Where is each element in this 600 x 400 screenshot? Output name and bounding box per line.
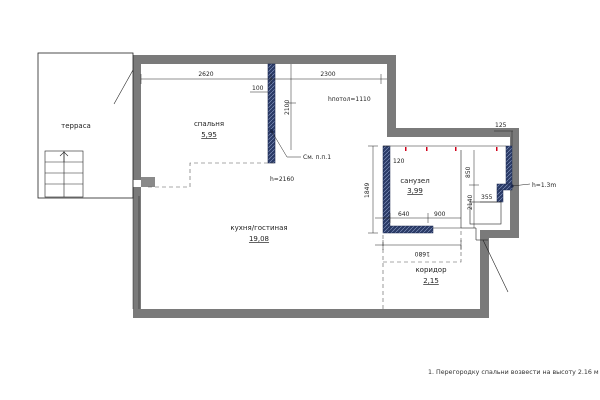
dim-2140: 2140	[467, 195, 474, 210]
dim-640: 640	[398, 211, 410, 218]
dim-900: 900	[434, 211, 446, 218]
dim-1849: 1849	[364, 183, 371, 198]
stair	[44, 150, 84, 198]
room-labels: терраса спальня 5,95 кухня/гостиная 19,0…	[61, 120, 447, 285]
room-bathroom-name: санузел	[400, 177, 429, 185]
dim-125: 125	[495, 122, 507, 129]
dim-355: 355	[481, 194, 493, 201]
room-terrace-name: терраса	[61, 122, 91, 130]
dim-2300: 2300	[320, 71, 335, 78]
partition-ref-label: См. п.п.1	[303, 154, 331, 161]
room-corridor-area: 2,15	[423, 277, 439, 285]
dim-120: 120	[393, 158, 405, 165]
dimension-labels: 2620 2300 100 2100 hпотол=1110 См. п.п.1…	[198, 71, 556, 257]
dim-2100: 2100	[284, 100, 291, 115]
red-markers	[405, 147, 498, 151]
room-kitchen-area: 19,08	[249, 235, 269, 243]
room-bedroom-name: спальня	[194, 120, 224, 128]
room-bathroom-area: 3,99	[407, 187, 423, 195]
bedroom-partition	[148, 63, 301, 188]
room-corridor-name: коридор	[415, 266, 447, 274]
outer-walls	[133, 55, 519, 318]
footnote: 1. Перегородку спальни возвести на высот…	[428, 369, 599, 376]
ceiling-height-label: hпотол=1110	[328, 96, 371, 103]
partition-height-label: h=2160	[270, 176, 294, 183]
duct-height-label: h=1.3m	[532, 182, 556, 189]
dim-850: 850	[465, 166, 472, 178]
room-bedroom-area: 5,95	[201, 131, 217, 139]
bathroom-partitions	[382, 145, 513, 234]
dim-2620: 2620	[198, 71, 213, 78]
dim-100: 100	[252, 85, 264, 92]
terrace	[37, 52, 140, 309]
room-kitchen-name: кухня/гостиная	[230, 224, 287, 232]
dimension-lines	[140, 64, 513, 250]
dim-1680: 1680	[415, 250, 430, 257]
